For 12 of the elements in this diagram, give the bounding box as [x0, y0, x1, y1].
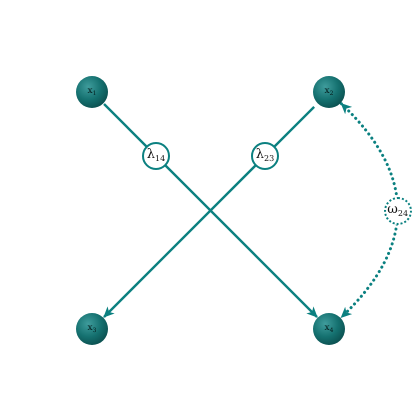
sphere-node [313, 313, 345, 345]
circled-edge-label: λ$_{23}$ [251, 142, 279, 170]
node-label: x$_{3}$ [88, 324, 96, 334]
node-label: x$_{1}$ [88, 87, 96, 97]
sphere-node [76, 313, 108, 345]
node-label: x$_{4}$ [324, 324, 334, 334]
circled-edge-label: λ$_{14}$ [142, 142, 170, 170]
circled-edge-label: ω$_{24}$ [384, 196, 412, 224]
node-label: x$_{2}$ [324, 87, 334, 97]
curved-double-headed-arrow [340, 102, 400, 319]
sphere-node [313, 76, 345, 108]
sphere-node [76, 76, 108, 108]
